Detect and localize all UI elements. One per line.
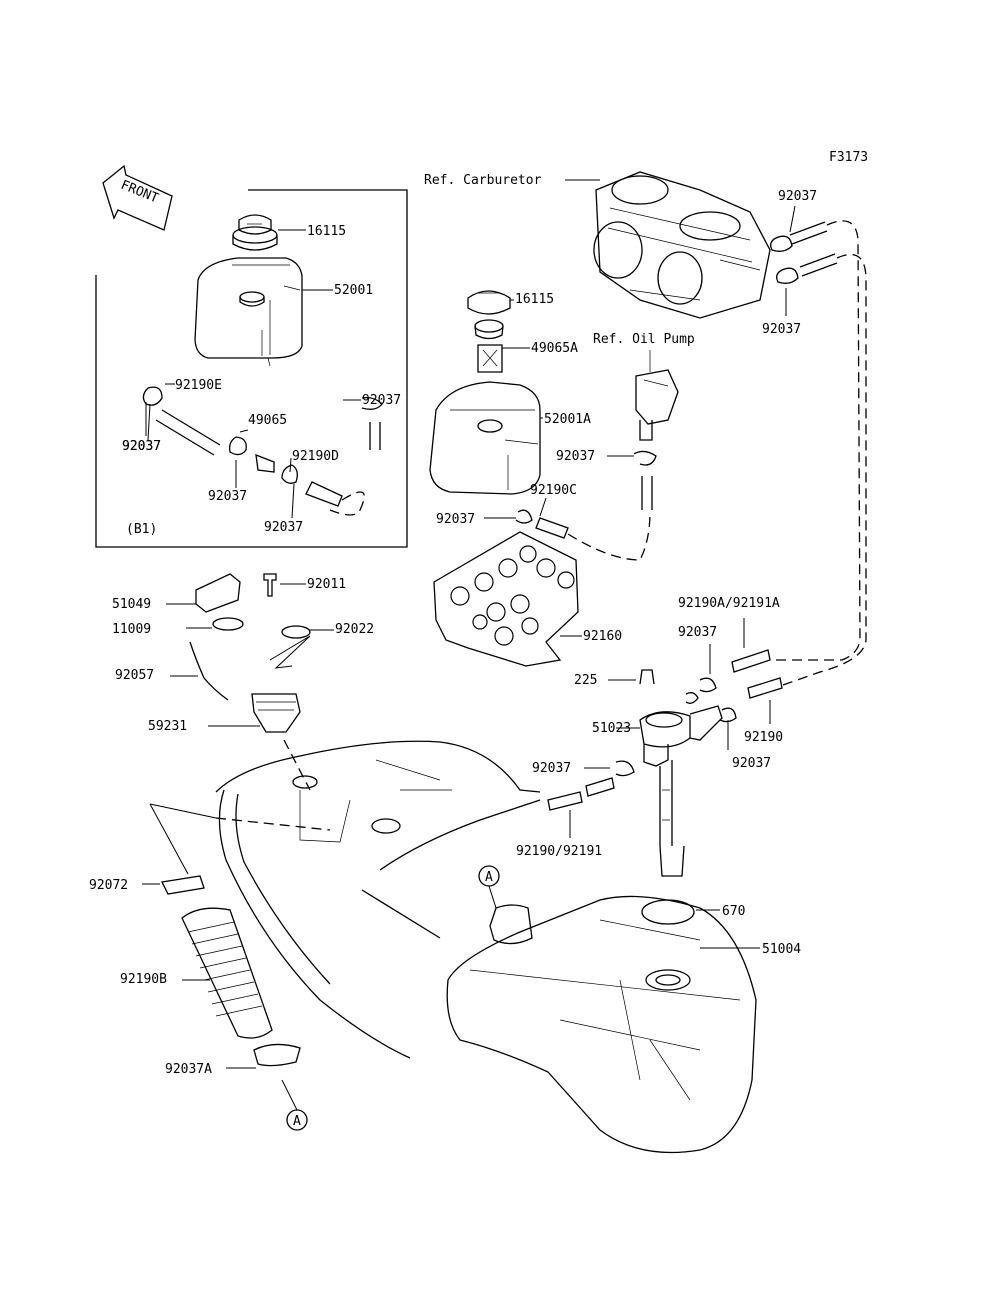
filler-hidden-line — [215, 739, 331, 831]
inset-note: (B1) — [126, 522, 157, 537]
part-label: 52001A — [544, 412, 591, 427]
front-arrow-icon: FRONT — [102, 164, 173, 231]
part-label: 92160 — [583, 629, 622, 644]
part-label: 92037 — [208, 489, 247, 504]
part-label: 92037 — [732, 756, 771, 771]
leader-line — [289, 457, 292, 473]
part-label: 92037 — [122, 439, 161, 454]
part-label: 59231 — [148, 719, 187, 734]
part-label: 92190D — [292, 449, 339, 464]
figure-code: F3173 — [829, 150, 868, 165]
part-label: 11009 — [112, 622, 151, 637]
inset-box — [95, 189, 408, 548]
leader-line — [147, 403, 151, 441]
part-label: 92037 — [362, 393, 401, 408]
svg-text:Ref. Oil Pump: Ref. Oil Pump — [593, 332, 695, 347]
part-label: 52001 — [334, 283, 373, 298]
part-label: 51004 — [762, 942, 801, 957]
svg-text:A: A — [293, 1114, 301, 1129]
part-label: 16115 — [515, 292, 554, 307]
part-label: 92037 — [122, 439, 161, 454]
part-label: 92037 — [762, 322, 801, 337]
part-label: 51049 — [112, 597, 151, 612]
part-label: 92190A/92191A — [678, 596, 780, 611]
inset-tank-cap — [232, 214, 278, 251]
svg-text:A: A — [485, 870, 493, 885]
part-label: 92190/92191 — [516, 844, 602, 859]
part-label: 49065 — [248, 413, 287, 428]
part-label: 49065A — [531, 341, 578, 356]
oil-tank-hoses — [515, 450, 657, 561]
part-label: 92057 — [115, 668, 154, 683]
part-label: 92190 — [744, 730, 783, 745]
hull-pointer — [149, 803, 217, 875]
hull-body — [215, 740, 541, 1059]
leader-line — [239, 429, 249, 433]
part-label: 92037 — [532, 761, 571, 776]
part-labels: 16115 52001 92190E 92037 49065 92037 92037 9219… — [89, 189, 817, 1077]
front-label: FRONT — [119, 178, 161, 207]
part-label: 92037 — [556, 449, 595, 464]
part-label: 92190B — [120, 972, 167, 987]
part-label: 92190E — [175, 378, 222, 393]
part-label: 16115 — [307, 224, 346, 239]
carb-hoses — [770, 220, 867, 687]
inset-hoses — [142, 386, 383, 516]
part-label: 92037A — [165, 1062, 212, 1077]
filler-parts — [189, 573, 311, 733]
part-label: 92037 — [678, 625, 717, 640]
filler-hose — [161, 875, 301, 1067]
part-label: 92072 — [89, 878, 128, 893]
part-label: 92190C — [530, 483, 577, 498]
part-label: 670 — [722, 904, 745, 919]
part-label: 225 — [574, 673, 597, 688]
carburetor — [593, 171, 771, 319]
part-label: 92037 — [436, 512, 475, 527]
view-marker-a-bottom: A — [281, 1079, 308, 1131]
main-oil-tank — [429, 381, 541, 495]
part-label: 92022 — [335, 622, 374, 637]
inset-oil-tank — [194, 257, 303, 367]
ref-oil-pump: Ref. Oil Pump — [593, 332, 695, 347]
part-label: 92037 — [778, 189, 817, 204]
fuel-tank — [446, 895, 757, 1154]
part-label: 92011 — [307, 577, 346, 592]
view-marker-a-top: A — [478, 865, 500, 909]
part-label: 51023 — [592, 721, 631, 736]
valve-hoses — [547, 649, 783, 811]
main-tank-cap — [467, 290, 511, 373]
ref-carburetor: Ref. Carburetor — [424, 173, 600, 188]
oil-pump — [635, 350, 679, 441]
leader-line — [789, 205, 796, 233]
leader-line — [291, 483, 295, 519]
part-label: 92037 — [264, 520, 303, 535]
leader-line — [539, 497, 547, 517]
fuel-valve — [639, 669, 723, 877]
svg-text:Ref. Carburetor: Ref. Carburetor — [424, 173, 542, 188]
tank-bracket — [433, 531, 579, 667]
